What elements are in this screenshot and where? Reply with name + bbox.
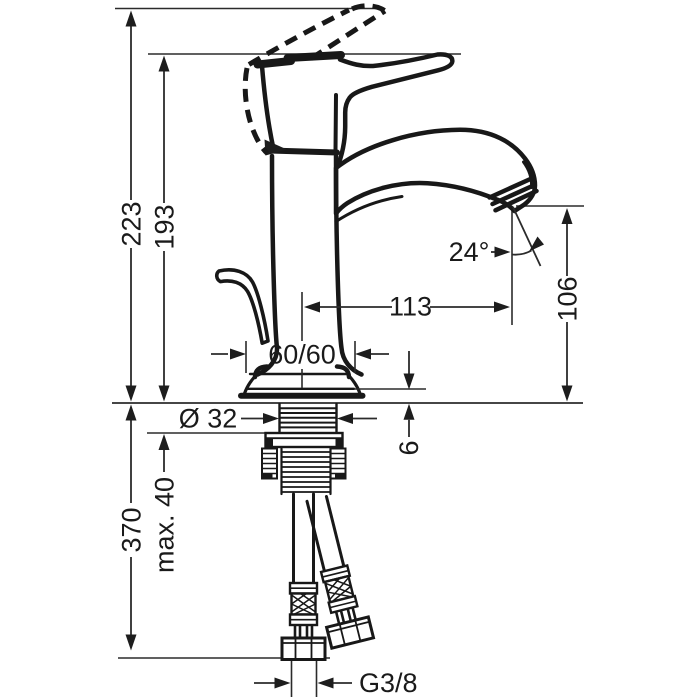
- faucet-spout: [333, 127, 538, 216]
- dim-label-hole-diameter: Ø 32: [179, 404, 238, 434]
- mounting-shank: [261, 402, 347, 496]
- dim-handle-height: 193: [150, 55, 180, 402]
- escutcheon: [238, 364, 366, 399]
- lever-handle: [334, 52, 455, 170]
- dim-hose-length: 370: [117, 404, 147, 651]
- dim-outlet-height: 106: [553, 208, 583, 402]
- handle-cap: [259, 63, 276, 152]
- dim-label-spout-reach: 113: [389, 292, 432, 322]
- dim-label-handle-height: 193: [150, 204, 180, 249]
- dim-spray-angle: 24°: [449, 206, 544, 267]
- dim-label-outlet-height: 106: [553, 276, 583, 321]
- dim-label-total-height: 223: [117, 201, 147, 246]
- dim-spout-reach: 113: [304, 292, 510, 322]
- reference-lines: [112, 7, 584, 659]
- faucet-body: [255, 153, 280, 377]
- pop-up-rod: [214, 268, 270, 345]
- dim-hole-diameter: Ø 32: [179, 404, 377, 434]
- dim-label-base-plate: 60/60: [268, 340, 336, 370]
- aerator: [487, 176, 539, 213]
- dim-base-height: 6: [354, 351, 426, 456]
- dim-total-height: 223: [117, 10, 147, 402]
- dim-label-hose-length: 370: [117, 507, 147, 552]
- faucet-outline: [214, 3, 539, 661]
- dim-label-max-deck: max. 40: [150, 477, 180, 573]
- dim-base-plate: 60/60: [211, 292, 389, 388]
- dim-label-thread-size: G3/8: [359, 668, 418, 698]
- dim-label-base-height: 6: [394, 440, 424, 455]
- supply-hose-diagonal: [305, 494, 376, 650]
- dim-thread-size: G3/8: [254, 661, 418, 698]
- dim-max-deck-thickness: max. 40: [150, 434, 180, 573]
- lever-handle-raised-dashed: [242, 3, 387, 156]
- supply-hose-straight: [280, 492, 327, 661]
- dim-label-spray-angle: 24°: [449, 237, 490, 267]
